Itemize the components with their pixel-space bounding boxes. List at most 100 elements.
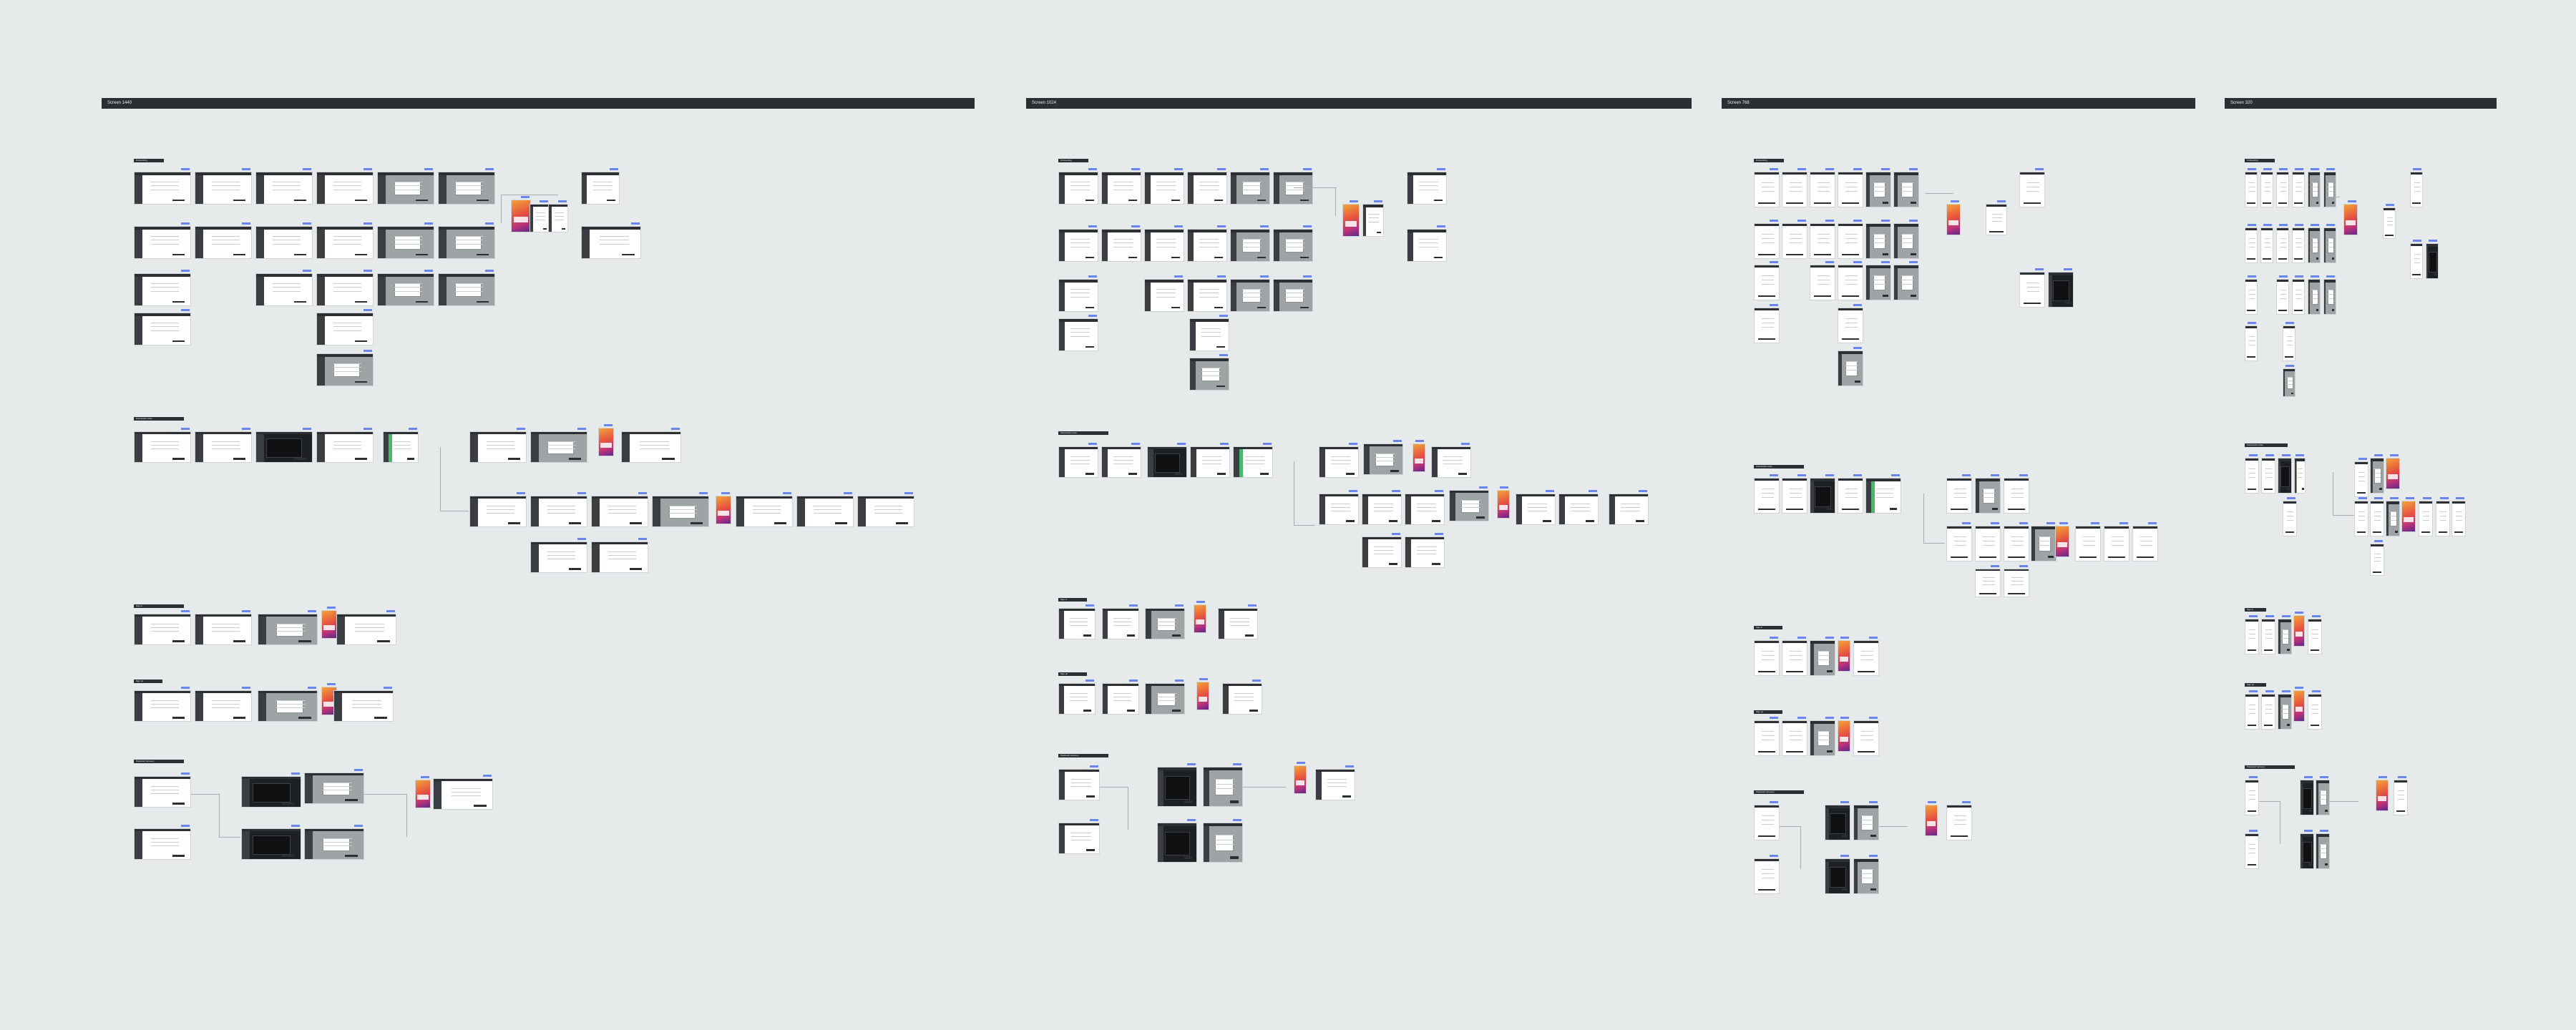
frame-topbar: [439, 274, 494, 277]
modal-dialog: [455, 283, 482, 297]
screen-frame: [2323, 227, 2336, 263]
primary-button: [1345, 520, 1355, 522]
frame-tag: [303, 222, 311, 225]
content-line: [1983, 493, 1996, 494]
primary-button: [172, 717, 185, 719]
screen-frame: [621, 431, 681, 463]
screen-frame: [1838, 640, 1850, 672]
screen-frame: [530, 204, 550, 232]
screen-frame: [2293, 615, 2305, 647]
primary-button: [1842, 254, 1859, 256]
screen-frame: [2451, 501, 2466, 536]
primary-button: [1171, 256, 1180, 259]
primary-button: [1786, 509, 1803, 511]
frame-tag: [421, 776, 429, 778]
screen-frame: [2292, 279, 2305, 315]
content-line: [1369, 214, 1380, 215]
primary-button: [2396, 810, 2406, 813]
screen-frame: [1431, 446, 1471, 478]
content-line: [2027, 287, 2040, 288]
frame-topbar: [2278, 619, 2291, 622]
frame-tag: [1909, 168, 1918, 170]
screen-frame: [1273, 172, 1313, 205]
frame-topbar: [1059, 280, 1098, 283]
screen-frame: [1754, 308, 1780, 343]
frame-tag: [577, 492, 586, 494]
frame-tag: [2019, 565, 2028, 567]
frame-topbar: [2277, 280, 2288, 282]
frame-tag: [2035, 168, 2044, 170]
primary-button: [2247, 202, 2255, 205]
frame-sidebar: [470, 499, 478, 526]
screen-frame: [2316, 833, 2330, 869]
frame-tag: [2312, 615, 2321, 617]
primary-button: [376, 640, 390, 642]
content-line: [1201, 328, 1221, 330]
primary-button: [1992, 508, 1998, 511]
section-title: Screen 1440: [107, 101, 132, 105]
screen-frame: [530, 496, 587, 527]
modal-dialog: [547, 441, 575, 454]
frame-topbar: [1755, 859, 1779, 861]
screen-frame: [1230, 279, 1270, 312]
frame-topbar: [1755, 721, 1779, 723]
frame-sidebar: [549, 207, 552, 232]
section-title: Screen 1024: [1032, 101, 1057, 105]
content-line: [1070, 700, 1088, 701]
content-line: [451, 795, 481, 796]
frame-topbar: [2004, 526, 2029, 529]
frame-sidebar: [1866, 226, 1870, 258]
modal-dialog: [2390, 511, 2398, 526]
content-line: [639, 441, 669, 442]
frame-topbar: [135, 829, 190, 832]
section-header-mobile-sm: Screen 320: [2225, 98, 2497, 109]
frame-sidebar: [797, 499, 805, 526]
content-line: [1983, 544, 1996, 546]
frame-topbar: [622, 432, 680, 435]
frame-sidebar: [1059, 772, 1065, 800]
modal-dialog: [1242, 289, 1262, 303]
frame-sidebar: [1059, 611, 1064, 639]
content-line: [273, 287, 301, 288]
screen-frame: [2261, 458, 2275, 494]
frame-sidebar: [1825, 861, 1829, 893]
frame-tag: [1349, 490, 1357, 492]
screen-frame: [2276, 227, 2289, 263]
screen-frame: [1810, 478, 1835, 514]
primary-button: [2285, 531, 2295, 534]
content-line: [322, 841, 352, 843]
frame-sidebar: [1059, 686, 1064, 714]
flow-label: Sign up: [2245, 683, 2266, 687]
primary-button: [2247, 310, 2255, 312]
content-line: [1762, 815, 1775, 817]
frame-tag: [1263, 443, 1272, 445]
frame-topbar: [2020, 273, 2044, 275]
content-line: [487, 509, 515, 510]
screen-frame: [1754, 223, 1780, 259]
frame-sidebar: [736, 499, 744, 526]
content-line: [1199, 289, 1219, 290]
frame-topbar: [1362, 537, 1401, 540]
screen-frame: [1230, 229, 1270, 262]
screen-frame: [2323, 172, 2336, 207]
primary-button: [1216, 385, 1225, 388]
frame-tag: [485, 222, 494, 225]
frame-tag: [1479, 486, 1488, 489]
content-line: [1762, 234, 1775, 235]
primary-button: [1842, 295, 1859, 298]
frame-sidebar: [1894, 268, 1898, 300]
primary-button: [1758, 889, 1775, 891]
screen-frame: [2410, 243, 2423, 279]
frame-topbar: [1782, 641, 1807, 643]
frame-topbar: [195, 227, 251, 230]
screen-frame: [1102, 608, 1139, 639]
frame-sidebar: [378, 229, 386, 258]
primary-button: [1858, 671, 1875, 673]
frame-topbar: [1059, 230, 1098, 232]
screen-frame: [1407, 172, 1447, 205]
primary-button: [2065, 302, 2071, 305]
screen-frame: [1101, 229, 1141, 262]
primary-button: [2412, 202, 2421, 205]
screen-frame: [255, 431, 313, 463]
content-line: [2423, 511, 2430, 513]
